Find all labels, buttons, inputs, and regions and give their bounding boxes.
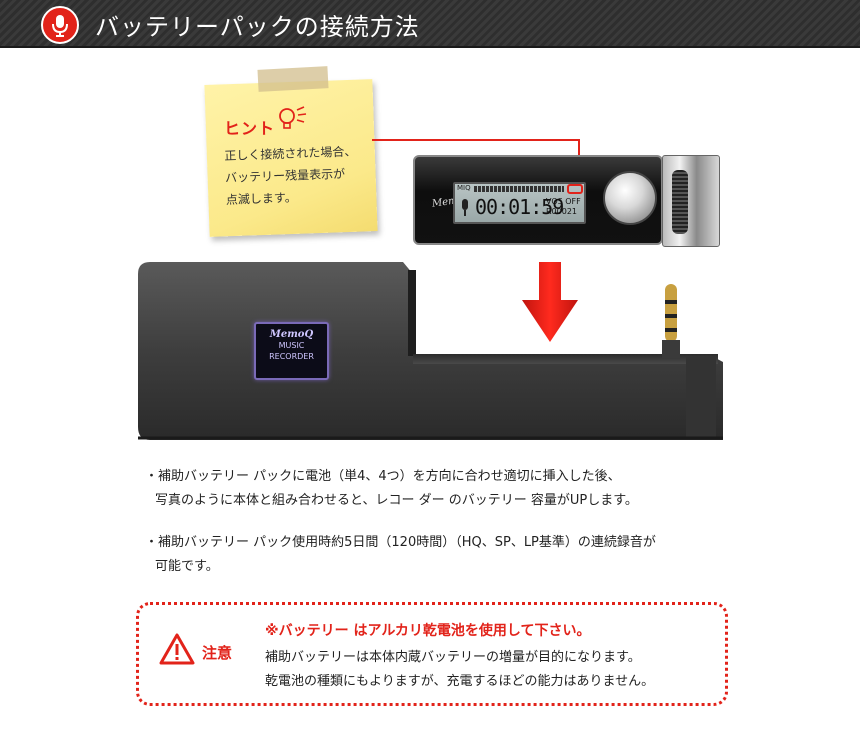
- hint-label: ヒント: [224, 119, 276, 138]
- battery-indicator-icon: [567, 184, 583, 194]
- microphone-icon: [41, 6, 79, 44]
- caution-line-2: 乾電池の種類にもよりますが、充電するほどの能力はありません。: [265, 674, 655, 689]
- caution-box: [136, 602, 728, 706]
- audio-jack-plug: [662, 284, 680, 358]
- lcd-mode: MIQ: [457, 184, 471, 192]
- logo-line-recorder: RECORDER: [269, 352, 314, 361]
- description-list: ・補助バッテリー パックに電池（単4、4つ）を方向に合わせ適切に挿入した後、 写…: [145, 465, 765, 597]
- lcd-time: 00:01:59: [475, 195, 564, 219]
- lcd-file: R00021: [546, 207, 578, 216]
- tape-decoration: [257, 66, 329, 92]
- page-title: バッテリーパックの接続方法: [95, 13, 420, 41]
- lcd-mic-icon: [462, 199, 468, 216]
- logo-brand: MemoQ: [269, 329, 314, 340]
- bullet-1-line-1: ・補助バッテリー パックに電池（単4、4つ）を方向に合わせ適切に挿入した後、: [145, 469, 621, 484]
- lightbulb-icon: [279, 106, 307, 129]
- header-bar: バッテリーパックの接続方法: [0, 0, 860, 48]
- lcd-vos: VOS OFF: [546, 197, 581, 206]
- battery-pack-image: [138, 262, 723, 440]
- lcd-level-bar: [474, 186, 564, 192]
- recorder-metal-cap: [662, 155, 720, 247]
- recorder-grip: [672, 170, 688, 234]
- caution-line-1: 補助バッテリーは本体内蔵バッテリーの増量が目的になります。: [265, 650, 641, 665]
- bullet-2-line-2: 可能です。: [155, 559, 219, 574]
- bullet-2-line-1: ・補助バッテリー パック使用時約5日間（120時間）（HQ、SP、LP基準）の連…: [145, 535, 656, 550]
- warning-icon: [159, 633, 195, 665]
- battery-pack-logo: MemoQ MUSIC RECORDER: [254, 322, 329, 380]
- caution-label: 注意: [202, 644, 233, 662]
- logo-line-music: MUSIC: [278, 341, 305, 350]
- lcd-status: VOS OFF R00021: [546, 197, 581, 217]
- caution-heading: ※バッテリー はアルカリ乾電池を使用して下さい。: [265, 623, 591, 639]
- list-item: ・補助バッテリー パックに電池（単4、4つ）を方向に合わせ適切に挿入した後、 写…: [145, 465, 765, 513]
- bullet-1-line-2: 写真のように本体と組み合わせると、レコー ダー のバッテリー 容量がUPします。: [155, 493, 638, 508]
- hint-text: 正しく接続された場合、 バッテリー残量表示が 点滅します。: [224, 140, 376, 211]
- list-item: ・補助バッテリー パック使用時約5日間（120時間）（HQ、SP、LP基準）の連…: [145, 531, 765, 579]
- down-arrow-icon: [522, 262, 578, 342]
- pointer-line: [372, 139, 579, 141]
- recorder-control-knob: [603, 171, 657, 225]
